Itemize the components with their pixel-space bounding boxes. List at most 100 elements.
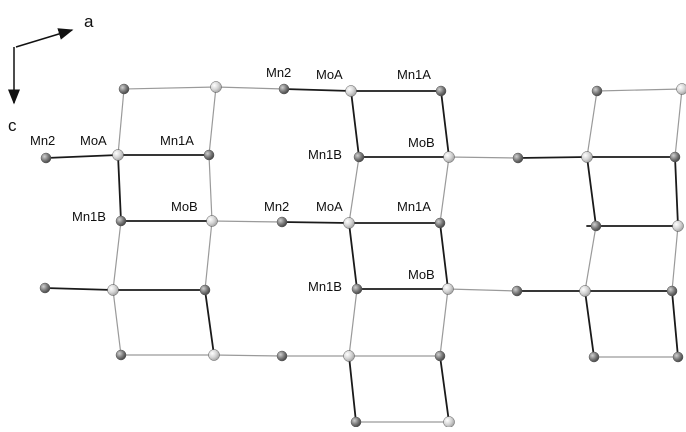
mn-atom <box>673 352 683 362</box>
mo-atom <box>108 285 119 296</box>
mn-atom <box>436 86 446 96</box>
bond <box>205 221 212 290</box>
bond <box>216 87 284 89</box>
mn-atom <box>116 350 126 360</box>
mo-atom <box>344 218 355 229</box>
atom-label-moa: MoA <box>80 133 107 148</box>
bond <box>440 223 448 289</box>
mo-atom <box>344 351 355 362</box>
atom-label-mn2: Mn2 <box>30 133 55 148</box>
bond <box>349 356 356 422</box>
bond <box>440 289 448 356</box>
atom-label-mob: MoB <box>408 135 435 150</box>
mn-atom <box>204 150 214 160</box>
bond <box>284 89 351 91</box>
bond <box>124 87 216 89</box>
mn-atom <box>277 351 287 361</box>
mo-atom <box>443 284 454 295</box>
bond <box>440 356 449 422</box>
bond <box>113 221 121 290</box>
mo-atom <box>444 152 455 163</box>
bond <box>449 157 518 158</box>
mo-atom <box>346 86 357 97</box>
bond <box>675 89 682 157</box>
bond <box>118 155 121 221</box>
mo-atom <box>207 216 218 227</box>
atom-label-mn1b: Mn1B <box>308 147 342 162</box>
mn-atom <box>119 84 129 94</box>
bond <box>45 288 113 290</box>
mn-atom <box>589 352 599 362</box>
atom-label-mob: MoB <box>171 199 198 214</box>
mn-atom <box>352 284 362 294</box>
atom-label-moa: MoA <box>316 199 343 214</box>
atom-label-mn1b: Mn1B <box>308 279 342 294</box>
mn-atom <box>116 216 126 226</box>
axis-indicator: a c <box>8 12 94 135</box>
c-axis-label: c <box>8 116 17 135</box>
mn-atom <box>40 283 50 293</box>
bond <box>587 91 597 157</box>
bond <box>441 91 449 157</box>
bond <box>587 157 596 226</box>
mn-atom <box>279 84 289 94</box>
bond <box>209 155 212 221</box>
bond <box>585 226 596 291</box>
bond <box>675 157 678 226</box>
mo-atom <box>582 152 593 163</box>
bonds <box>45 87 682 422</box>
bond <box>214 355 282 356</box>
bond <box>518 157 587 158</box>
atom-label-mn2: Mn2 <box>266 65 291 80</box>
a-axis-arrow <box>16 30 72 47</box>
mo-atom <box>580 286 591 297</box>
bond <box>597 89 682 91</box>
mn-atom <box>667 286 677 296</box>
mn-atom <box>435 351 445 361</box>
bond <box>349 223 357 289</box>
bond <box>349 289 357 356</box>
atoms <box>40 82 686 428</box>
mn-atom <box>512 286 522 296</box>
mo-atom <box>673 221 684 232</box>
mo-atom <box>209 350 220 361</box>
mn-atom <box>513 153 523 163</box>
bond <box>672 226 678 291</box>
mn-atom <box>41 153 51 163</box>
atom-label-moa: MoA <box>316 67 343 82</box>
bond <box>349 157 359 223</box>
a-axis-label: a <box>84 12 94 31</box>
atom-label-mn1a: Mn1A <box>397 199 431 214</box>
bond <box>46 155 118 158</box>
bond <box>672 291 678 357</box>
mo-atom <box>211 82 222 93</box>
mn-atom <box>670 152 680 162</box>
mn-atom <box>435 218 445 228</box>
bond <box>113 290 121 355</box>
atom-labels: Mn2 MoA Mn1A Mn2 MoA Mn1A Mn1B MoB Mn1B … <box>30 65 435 294</box>
mn-atom <box>354 152 364 162</box>
atom-label-mn2: Mn2 <box>264 199 289 214</box>
mn-atom <box>351 417 361 427</box>
mo-atom <box>677 84 686 95</box>
atom-label-mn1a: Mn1A <box>160 133 194 148</box>
mn-atom <box>591 221 601 231</box>
bond <box>118 89 124 155</box>
bond <box>212 221 282 222</box>
atom-label-mn1b: Mn1B <box>72 209 106 224</box>
bond <box>440 157 449 223</box>
bond <box>351 91 359 157</box>
bond <box>448 289 517 291</box>
atom-label-mn1a: Mn1A <box>397 67 431 82</box>
bond <box>209 87 216 155</box>
bond <box>205 290 214 355</box>
mo-atom <box>113 150 124 161</box>
bond <box>282 222 349 223</box>
atom-label-mob: MoB <box>408 267 435 282</box>
mn-atom <box>592 86 602 96</box>
mn-atom <box>277 217 287 227</box>
mo-atom <box>444 417 455 428</box>
mn-atom <box>200 285 210 295</box>
